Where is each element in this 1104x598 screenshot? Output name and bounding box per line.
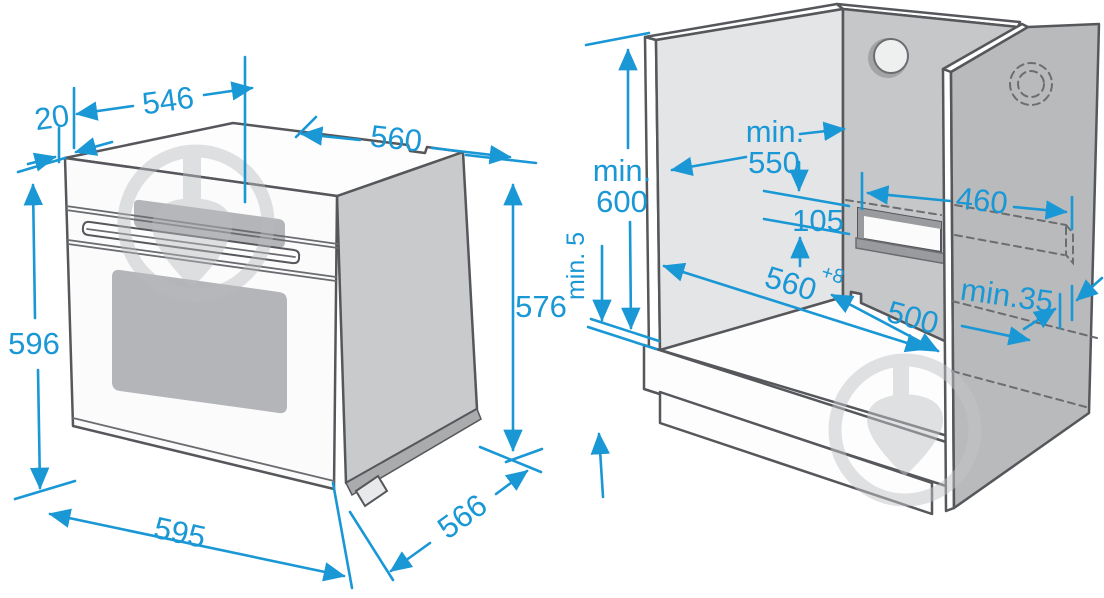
dim-min-depth-label: min.	[746, 114, 805, 149]
dim-min-height-value: 600	[596, 184, 648, 219]
dim-vent-height: 105	[792, 203, 844, 238]
dim-top-width: 560	[369, 118, 424, 158]
watermark-left	[117, 144, 275, 302]
dim-top-depth: 546	[140, 80, 196, 122]
dim-rear-height: 576	[515, 289, 567, 324]
dim-vent-width: 460	[954, 180, 1009, 220]
dim-front-height: 596	[8, 326, 60, 361]
cabinet-right-wall	[949, 22, 1101, 510]
oven-door-window	[112, 269, 287, 414]
oven-isometric-view	[63, 121, 482, 508]
oven-foot	[354, 474, 389, 508]
watermark-right	[828, 353, 982, 507]
cable-hole	[873, 38, 909, 74]
dim-min-depth-value: 550	[748, 145, 800, 180]
cabinet-left-wall	[654, 7, 845, 353]
dim-bottom-depth: 566	[431, 487, 493, 546]
dim-front-overhang: 20	[32, 98, 71, 137]
cabinet-niche-view	[642, 2, 1101, 516]
dim-min-height-label: min.	[593, 153, 652, 188]
hidden-feature-lines	[951, 62, 1098, 408]
dim-bottom-gap: min. 5	[562, 232, 590, 300]
oven-top-face	[63, 121, 465, 198]
dim-front-width: 595	[151, 510, 209, 555]
oven-base-shadow	[345, 407, 482, 497]
